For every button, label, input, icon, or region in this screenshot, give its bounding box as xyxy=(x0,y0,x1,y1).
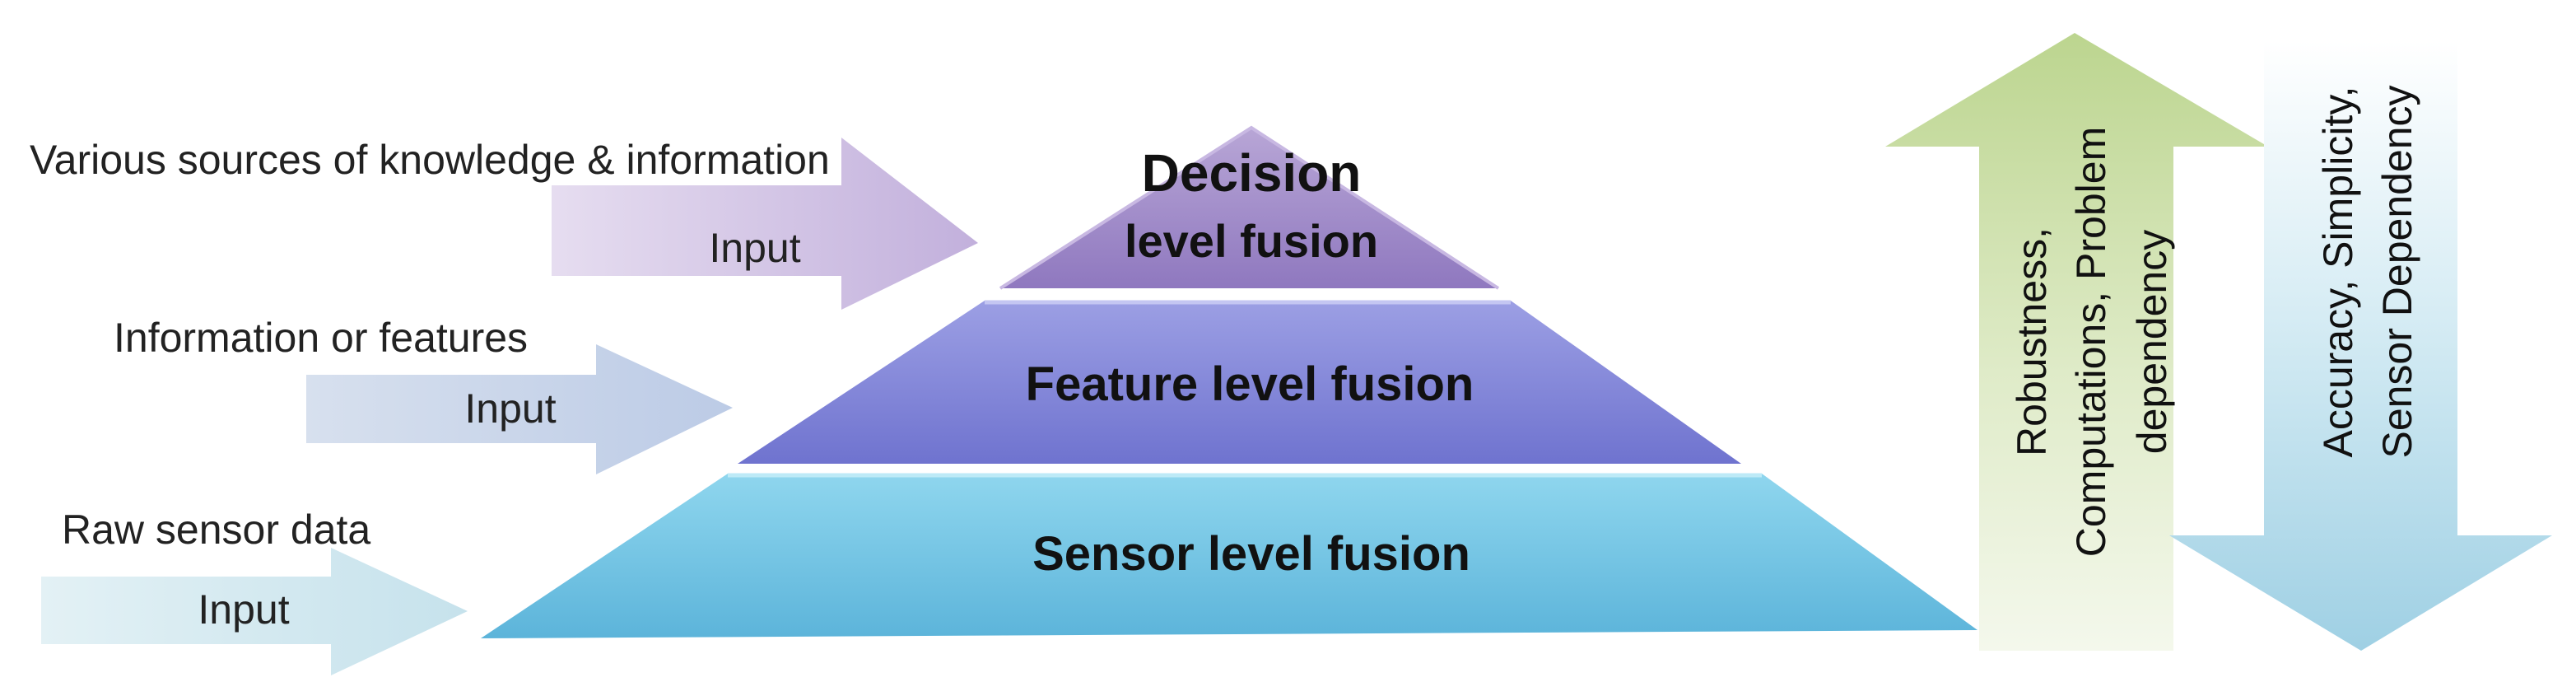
input-arrow-middle xyxy=(306,344,733,474)
pyramid-tier-sensor xyxy=(481,474,1977,638)
up-arrow-line-1: Robustness, xyxy=(2009,227,2055,456)
input-label-bottom: Input xyxy=(198,586,289,633)
up-arrow-shape xyxy=(1885,33,2268,651)
pyramid-tier-feature xyxy=(738,301,1741,464)
down-arrow-line-1: Accuracy, Simplicity, xyxy=(2315,86,2361,457)
decision-subtitle: level fusion xyxy=(1125,215,1378,267)
down-arrow-line-2: Sensor Dependency xyxy=(2374,85,2420,458)
input-label-middle: Input xyxy=(464,385,556,432)
source-label-raw: Raw sensor data xyxy=(62,507,370,553)
input-row-raw: Raw sensor data Input xyxy=(41,507,468,675)
input-label-top: Input xyxy=(709,225,800,271)
up-arrow-line-2: Computations, Problem xyxy=(2068,127,2114,557)
down-arrow-shape xyxy=(2169,41,2552,651)
feature-level-label: Feature level fusion xyxy=(1026,357,1474,411)
fusion-pyramid: Decision level fusion Feature level fusi… xyxy=(481,125,1977,638)
pyramid-tier-decision xyxy=(1000,128,1498,288)
input-arrow-bottom xyxy=(41,548,468,675)
decision-title: Decision xyxy=(1142,143,1362,203)
source-label-knowledge: Various sources of knowledge & informati… xyxy=(30,137,830,183)
input-row-knowledge: Various sources of knowledge & informati… xyxy=(30,137,978,310)
down-trend-arrow: Accuracy, Simplicity, Sensor Dependency xyxy=(2169,41,2552,651)
up-trend-arrow: Robustness, Computations, Problem depend… xyxy=(1885,33,2268,651)
source-label-features: Information or features xyxy=(114,315,528,361)
pyramid-tier-decision-edge xyxy=(999,125,1500,290)
input-row-features: Information or features Input xyxy=(114,315,733,474)
sensor-level-label: Sensor level fusion xyxy=(1032,527,1470,581)
input-arrow-top xyxy=(552,138,978,310)
up-arrow-line-3: dependency xyxy=(2129,230,2175,454)
